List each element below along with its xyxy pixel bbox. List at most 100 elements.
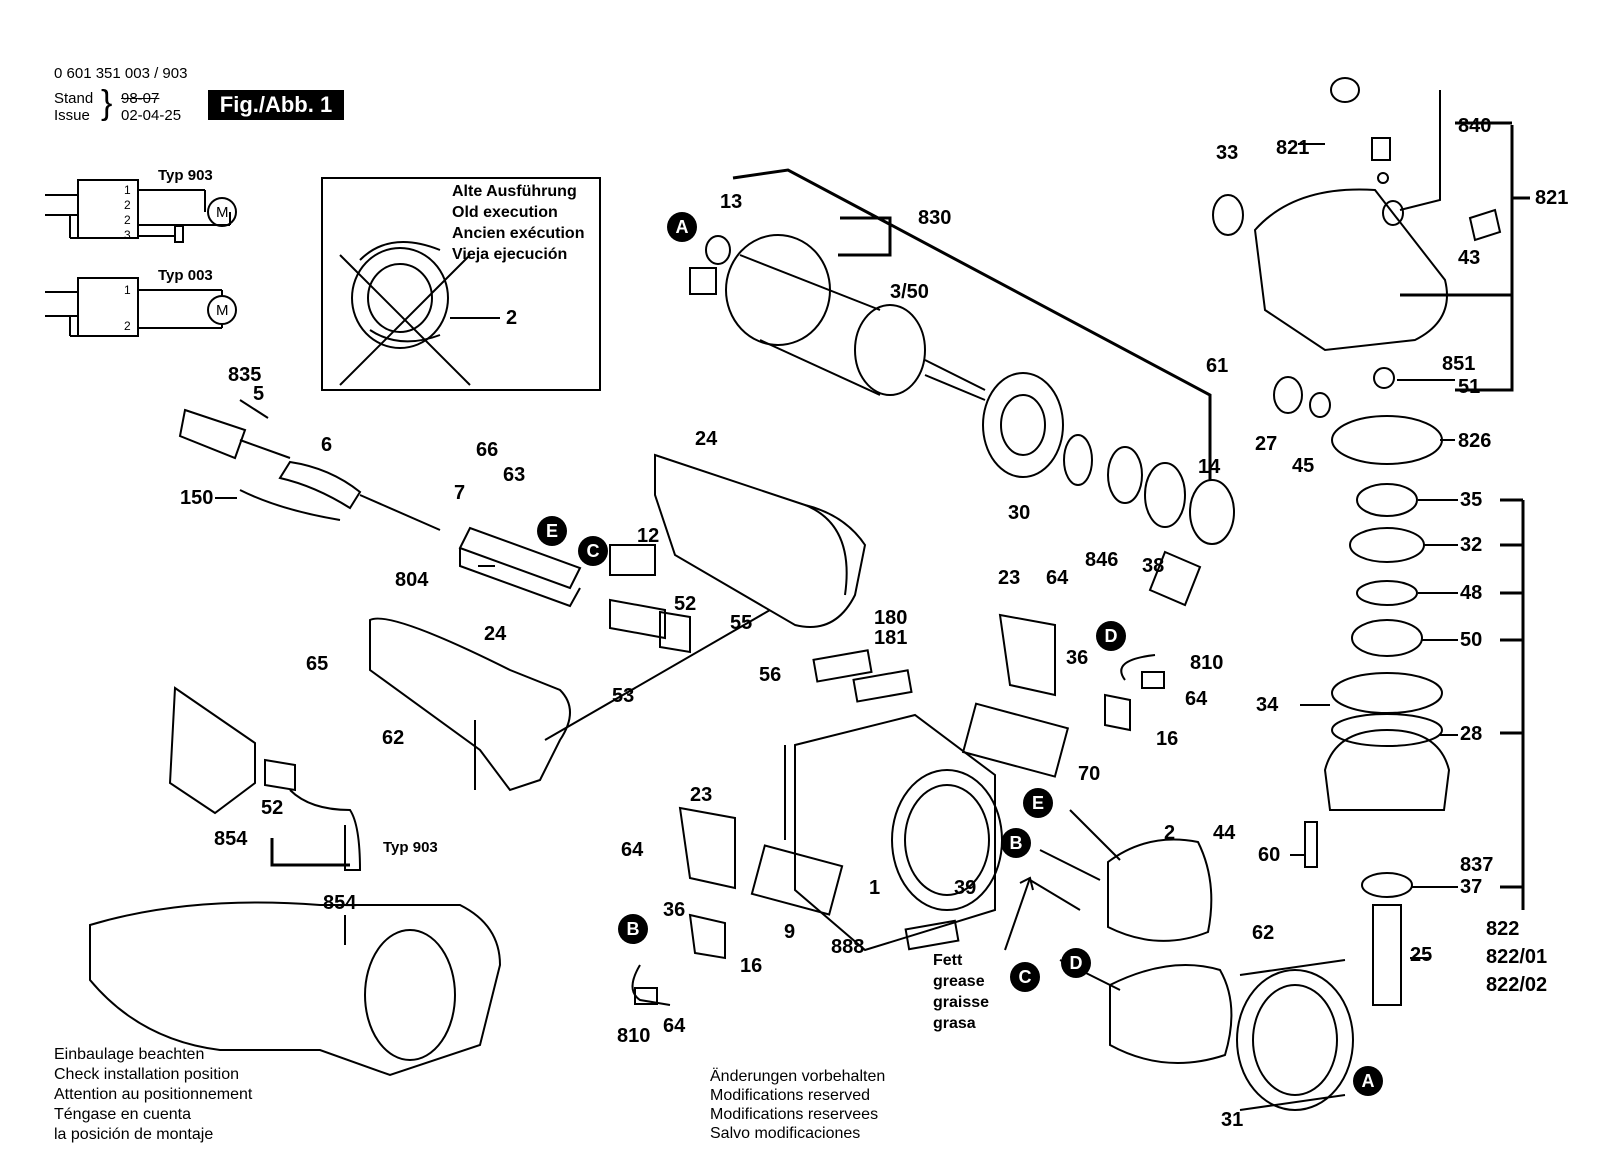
part-number: 64 [1185,688,1208,710]
part-number: 65 [306,653,329,675]
brace-glyph: } [101,84,113,122]
part-number: 24 [695,428,718,450]
part-number: 27 [1255,433,1278,455]
marker-E: E [1023,788,1053,818]
part-number: 2 [506,307,518,329]
part-number: 822/02 [1486,974,1548,996]
part-number: 44 [1213,822,1236,844]
marker-D: D [1061,948,1091,978]
grease-note-line: graisse [933,994,990,1011]
part-number: 23 [690,784,713,806]
part-number: 180 [874,607,908,629]
part-number: 48 [1460,582,1483,604]
part-number: 9 [784,921,796,943]
part-number: 37 [1460,876,1483,898]
old-execution-line: Alte Ausführung [452,183,577,200]
old-execution-line: Vieja ejecución [452,246,568,263]
install-note-line: la posición de montaje [54,1126,214,1143]
doc-number: 0 601 351 003 / 903 [54,65,188,82]
part-number: 50 [1460,629,1483,651]
stand-label: Stand [54,90,94,107]
part-number: 36 [663,899,686,921]
part-number: 821 [1535,187,1569,209]
part-number: 53 [612,685,635,707]
part-number: 60 [1258,844,1281,866]
part-number: 16 [740,955,763,977]
motor-housing [784,713,1003,952]
part-number: 38 [1142,555,1165,577]
part-number: 45 [1292,455,1315,477]
part-number: 32 [1460,534,1483,556]
old-stator-sketch [339,241,500,386]
install-note-line: Téngase en cuenta [54,1106,191,1123]
part-number: 36 [1066,647,1089,669]
typ903-handle-sketch [168,686,362,871]
changes-note-line: Änderungen vorbehalten [710,1068,886,1085]
part-number: 837 [1460,854,1494,876]
stand-value: 98-07 [121,90,160,107]
part-number: 34 [1256,694,1279,716]
part-number: 24 [484,623,507,645]
grease-note-line: Fett [933,952,963,969]
terminal-label: 2 [124,213,131,227]
brush-parts [631,613,1165,1006]
part-number: 854 [323,892,357,914]
typ903-label: Typ 903 [158,167,213,184]
part-number: 822/01 [1486,946,1548,968]
terminal-label: 2 [124,198,131,212]
part-number: 150 [180,487,214,509]
wiring-diagram-typ003 [45,277,237,337]
part-number: 840 [1458,115,1492,137]
part-number: 64 [621,839,644,861]
switch-assembly [458,526,691,654]
part-number: 854 [214,828,248,850]
typ003-label: Typ 003 [158,267,213,284]
part-number: 181 [874,627,908,649]
typ903-note: Typ 903 [383,839,438,856]
part-number: 61 [1206,355,1229,377]
marker-C: C [1010,962,1040,992]
terminal-label: 3 [124,228,131,242]
part-number: 23 [998,567,1021,589]
part-number: 62 [1252,922,1275,944]
terminal-label: 2 [124,319,131,333]
part-number: 52 [674,593,697,615]
part-number: 16 [1156,728,1179,750]
terminal-label: 1 [124,283,131,297]
grease-note-line: grasa [933,1015,976,1032]
motor-symbol-003: M [216,302,229,319]
terminal-label: 1 [124,183,131,197]
handle-half-lower [369,609,771,792]
install-note-line: Einbaulage beachten [54,1046,205,1063]
handle-half-upper [654,453,867,628]
part-number: 70 [1078,763,1101,785]
part-number: 35 [1460,489,1483,511]
installation-position-sketch [89,901,502,1077]
motor-symbol-903: M [216,204,229,221]
part-number: 826 [1458,430,1492,452]
part-number: 52 [261,797,284,819]
part-number: 851 [1442,353,1476,375]
install-note-line: Check installation position [54,1066,239,1083]
part-number: 2 [1164,822,1176,844]
part-number: 7 [454,482,466,504]
part-number: 64 [663,1015,686,1037]
field-coil-stator-lower [1059,959,1233,1064]
changes-note-line: Modifications reservees [710,1106,879,1123]
figure-label: Fig./Abb. 1 [208,90,344,120]
part-number: 28 [1460,723,1483,745]
part-number: 31 [1221,1109,1244,1131]
armature [689,234,986,401]
part-number: 1 [869,877,881,899]
issue-label: Issue [54,107,90,124]
part-number: 12 [637,525,660,547]
marker-B: B [618,914,648,944]
marker-A: A [667,212,697,242]
part-number: 5 [253,383,265,405]
old-execution-line: Ancien exécution [452,225,585,242]
marker-E: E [537,516,567,546]
part-number: 39 [954,877,977,899]
part-number: 835 [228,364,262,386]
part-number: 13 [720,191,743,213]
marker-C: C [578,536,608,566]
